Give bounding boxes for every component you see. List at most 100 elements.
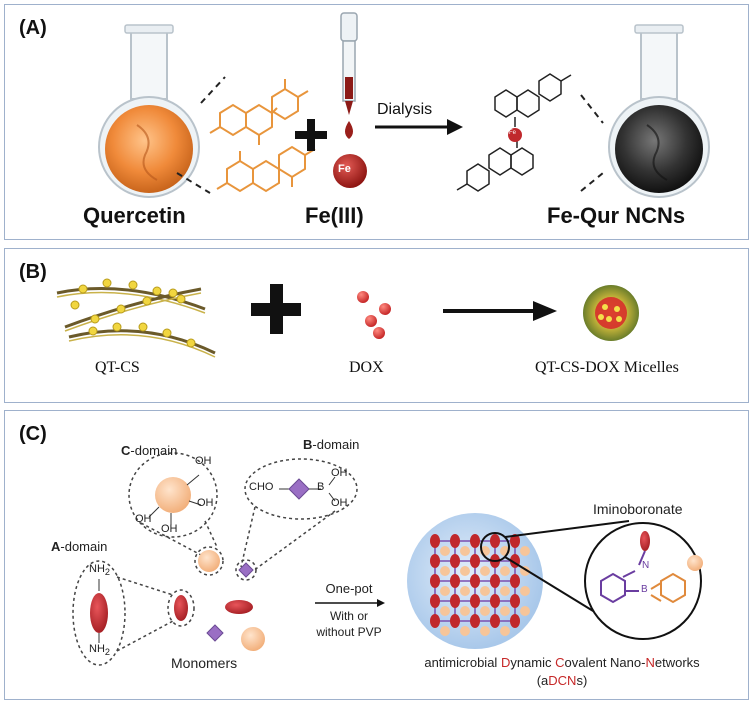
network-sphere (460, 606, 470, 616)
network-sphere (440, 546, 450, 556)
n-atom-label: N (642, 560, 650, 571)
network-sphere (440, 586, 450, 596)
panel-b-letter: (B) (19, 261, 47, 283)
b-monomer-circle (235, 559, 257, 581)
fe-iii-label: Fe(III) (305, 203, 364, 228)
panel-a: (A) (4, 4, 749, 240)
quercetin-label: Quercetin (83, 203, 186, 228)
network-sphere (520, 546, 530, 556)
network-node (470, 614, 480, 628)
a-monomer-circle (167, 589, 195, 627)
network-node (430, 554, 440, 568)
panel-b: (B) (4, 248, 749, 403)
network-sphere (440, 606, 450, 616)
panel-c: (C) (4, 410, 749, 700)
dox-label: DOX (349, 359, 384, 376)
b-atom-detail-label: B (641, 584, 648, 595)
network-sphere (460, 566, 470, 576)
fe-qur-flask (608, 24, 710, 198)
monomers-label: Monomers (171, 655, 238, 671)
fe-qur-ncns-label: Fe-Qur NCNs (547, 203, 686, 228)
quercetin-molecule-top (209, 79, 309, 145)
network-node (490, 614, 500, 628)
c-monomer (198, 550, 220, 572)
onepot-label: One-pot (325, 581, 373, 596)
network-sphere (480, 606, 490, 616)
dox-molecules (357, 291, 391, 339)
onepot-arrowhead (377, 599, 385, 607)
network-node (490, 574, 500, 588)
without-pvp-label: without PVP (316, 625, 382, 639)
network-node (510, 574, 520, 588)
pipette-icon (340, 12, 358, 139)
panel-c-graphic (72, 452, 703, 666)
network-sphere (500, 586, 510, 596)
network-sphere (460, 626, 470, 636)
zoom-line-top-c (504, 520, 630, 538)
dialysis-label: Dialysis (377, 101, 433, 118)
oh-label-4: OH (161, 523, 178, 535)
panel-c-letter: (C) (19, 423, 47, 445)
free-a-monomer (225, 600, 253, 614)
plus-icon-b (251, 284, 301, 334)
oh-label-b2: OH (331, 497, 348, 509)
c-domain-label: C-domain (121, 443, 178, 458)
zoom-line-right-bottom (580, 172, 604, 192)
plus-icon (295, 119, 327, 151)
a-monomer (174, 595, 188, 621)
a-domain-label: A-domain (51, 539, 108, 554)
qt-cs-dox-micelles-label: QT-CS-DOX Micelles (535, 359, 679, 376)
b-atom-label: B (317, 481, 325, 493)
panel-b-graphic (56, 278, 639, 358)
network-node (450, 614, 460, 628)
qt-cs-strands (56, 278, 216, 358)
network-node (430, 534, 440, 548)
network-node (450, 594, 460, 608)
adcn-label: (aDCNs) (536, 673, 588, 688)
network-zoom-circle (480, 532, 510, 562)
network-node (450, 574, 460, 588)
qt-cs-dox-micelle (583, 285, 639, 341)
oh-label-1: OH (195, 455, 212, 467)
oh-label-3: OH (135, 513, 152, 525)
network-node (510, 594, 520, 608)
free-b-monomer (206, 624, 224, 642)
network-sphere (500, 606, 510, 616)
network-node (470, 594, 480, 608)
fe-center-label: Fe (509, 130, 517, 136)
free-c-monomer (241, 627, 265, 651)
quercetin-molecule-bottom (216, 145, 316, 193)
with-or-label: With or (329, 609, 368, 623)
network-sphere (500, 626, 510, 636)
network-sphere (440, 626, 450, 636)
network-node (430, 614, 440, 628)
network-sphere (480, 566, 490, 576)
iminoboronate-label: Iminoboronate (593, 501, 683, 517)
network-node (510, 534, 520, 548)
network-sphere (500, 566, 510, 576)
nh2-bottom-label: NH2 (89, 643, 110, 658)
panel-a-graphic (98, 12, 710, 198)
network-node (470, 534, 480, 548)
b-domain-label: B-domain (303, 437, 360, 452)
fe-sphere (333, 154, 367, 188)
panel-a-letter: (A) (19, 17, 47, 39)
network-sphere (520, 586, 530, 596)
quercetin-flask (98, 24, 200, 198)
network-node (490, 534, 500, 548)
fe-quercetin-complex (456, 73, 572, 192)
network-sphere (480, 586, 490, 596)
iminoboronate-detail (584, 522, 703, 640)
fe-badge-label: Fe (338, 163, 351, 175)
network-node (450, 534, 460, 548)
adcn-network (407, 513, 543, 649)
nh2-top-label: NH2 (89, 563, 110, 578)
fe-center-dot (508, 128, 522, 142)
oh-label-b1: OH (331, 467, 348, 479)
network-node (510, 614, 520, 628)
b-monomer (238, 562, 254, 578)
c-domain-zoom (128, 452, 218, 556)
oh-label-2: OH (197, 497, 214, 509)
a-domain-zoom (72, 560, 174, 666)
network-node (490, 594, 500, 608)
